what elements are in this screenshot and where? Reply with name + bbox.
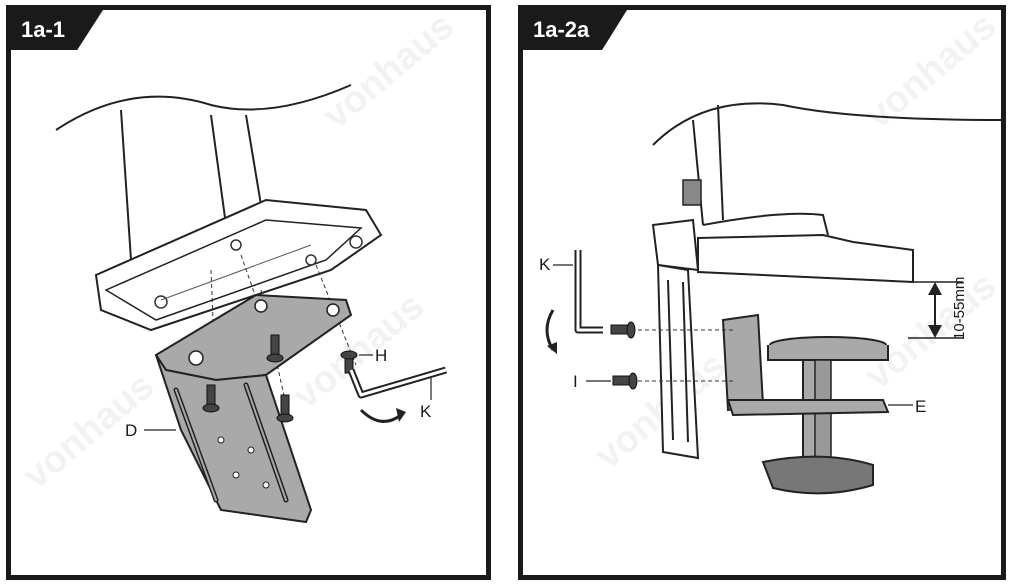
part-label-i: I xyxy=(573,372,578,391)
monitor-base-illustration xyxy=(55,84,447,524)
part-label-e: E xyxy=(915,397,927,416)
dimension-label: 10-55mm xyxy=(951,276,968,340)
part-label-k: K xyxy=(539,255,551,274)
step-panel-1a-1: 1a-1 vonhaus vonhaus vonhaus xyxy=(6,5,491,580)
step-number: 1a-1 xyxy=(11,10,103,50)
part-label-h: H xyxy=(375,346,388,365)
part-label-k: K xyxy=(420,402,432,421)
step-panel-1a-2a: 1a-2a vonhaus vonhaus vonhaus xyxy=(518,5,1006,580)
step-number: 1a-2a xyxy=(523,10,627,50)
part-label-d: D xyxy=(125,421,138,440)
desk-clamp-illustration xyxy=(545,102,1001,495)
